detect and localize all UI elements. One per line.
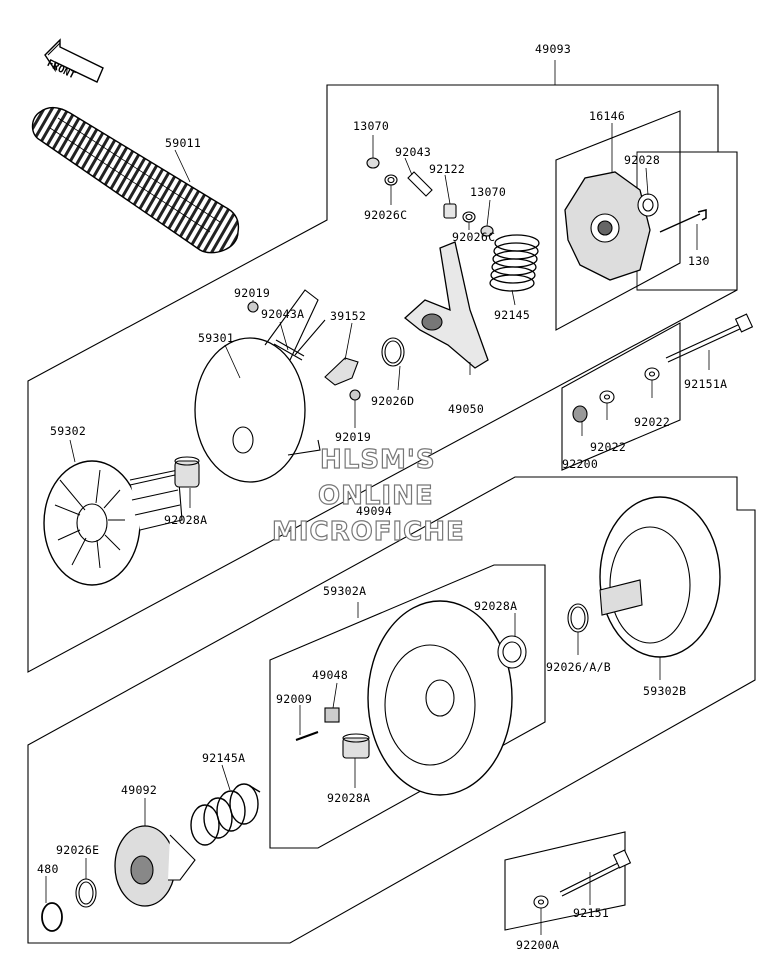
part-label: 59302A [323,584,367,598]
spacer-92200 [572,405,588,423]
slider-49048 [324,707,340,723]
bushing-92028A-right [497,635,527,669]
part-label: 49048 [312,668,349,682]
bolt-92151 [559,849,632,897]
part-92122-bushing [443,203,457,219]
cover-16146 [564,171,651,281]
part-label: 92028A [474,599,518,613]
weight-39152 [324,357,359,386]
part-label: 92200 [562,457,599,471]
spider-arm-49050 [403,241,489,369]
part-label: 49050 [448,402,485,416]
part-label: 59302 [50,424,87,438]
bushing-92028A-upper [174,456,200,488]
box-130 [636,151,738,291]
bolt-92151A [665,313,754,363]
spring-92145 [489,234,540,292]
part-label: 92028 [624,153,661,167]
sheave-59302 [43,460,183,586]
part-label: 92026/A/B [546,660,612,674]
part-label: 92026C [364,208,408,222]
part-label: 92028A [164,513,208,527]
ring-92026D [381,337,405,367]
drive-belt-59011 [31,106,240,254]
part-label: 59301 [198,331,235,345]
part-label: 130 [688,254,710,268]
part-label: 92145 [494,308,531,322]
part-label: 59011 [165,136,202,150]
box-59302A [269,564,546,849]
clip-480 [41,902,63,932]
box-16146 [555,110,681,331]
part-label: 92043A [261,307,305,321]
part-label: 92026E [56,843,100,857]
pin-92043A [273,339,305,361]
sheave-59302B [599,496,721,658]
watermark-line-1: HLSM'S [319,444,436,475]
box-49094 [27,476,756,944]
part-label: 92200A [516,938,560,952]
leader-lines [45,60,710,935]
part-label: 92009 [276,692,313,706]
nut-92019-lower [349,389,361,401]
box-92151 [504,831,626,931]
part-label: 92026C [452,230,496,244]
spring-92145A [190,783,261,846]
washer-92022-a [644,367,660,381]
part-label: 39152 [330,309,367,323]
part-label: 92028A [327,791,371,805]
part-label: 92022 [634,415,671,429]
watermark-line-2: ONLINE [317,480,434,511]
part-label: 92151 [573,906,610,920]
part-92026C-lower [462,211,476,223]
part-label: 92122 [429,162,466,176]
part-label: 92151A [684,377,728,391]
ring-92026-A-B [567,603,589,633]
sheave-59301 [194,289,326,483]
part-label: 92019 [335,430,372,444]
ring-92026E [75,878,97,908]
nut-92019-upper [247,301,259,313]
bolt-130 [659,209,707,233]
box-92200 [561,322,681,471]
part-label: 49094 [356,504,393,518]
part-label: 92022 [590,440,627,454]
screw-92009 [295,731,319,741]
part-label: 92145A [202,751,246,765]
washer-92200A [533,895,549,909]
part-label: 13070 [470,185,507,199]
cam-49092 [114,825,196,907]
part-label: 49092 [121,783,158,797]
front-arrow-icon [44,38,104,83]
washer-92022-b [599,390,615,404]
part-13070-upper [366,157,380,169]
part-label: 13070 [353,119,390,133]
part-label: 16146 [589,109,626,123]
part-92026C-upper [384,174,398,186]
bearing-92028 [637,193,659,217]
part-label: 92019 [234,286,271,300]
bushing-92028A-left [342,733,370,759]
watermark-line-3: MICROFICHE [271,516,465,547]
part-label: 49093 [535,42,572,56]
part-label: 92026D [371,394,415,408]
part-label: 59302B [643,684,687,698]
part-label: 92043 [395,145,432,159]
part-label: 480 [37,862,59,876]
sheave-59302A [367,600,513,796]
